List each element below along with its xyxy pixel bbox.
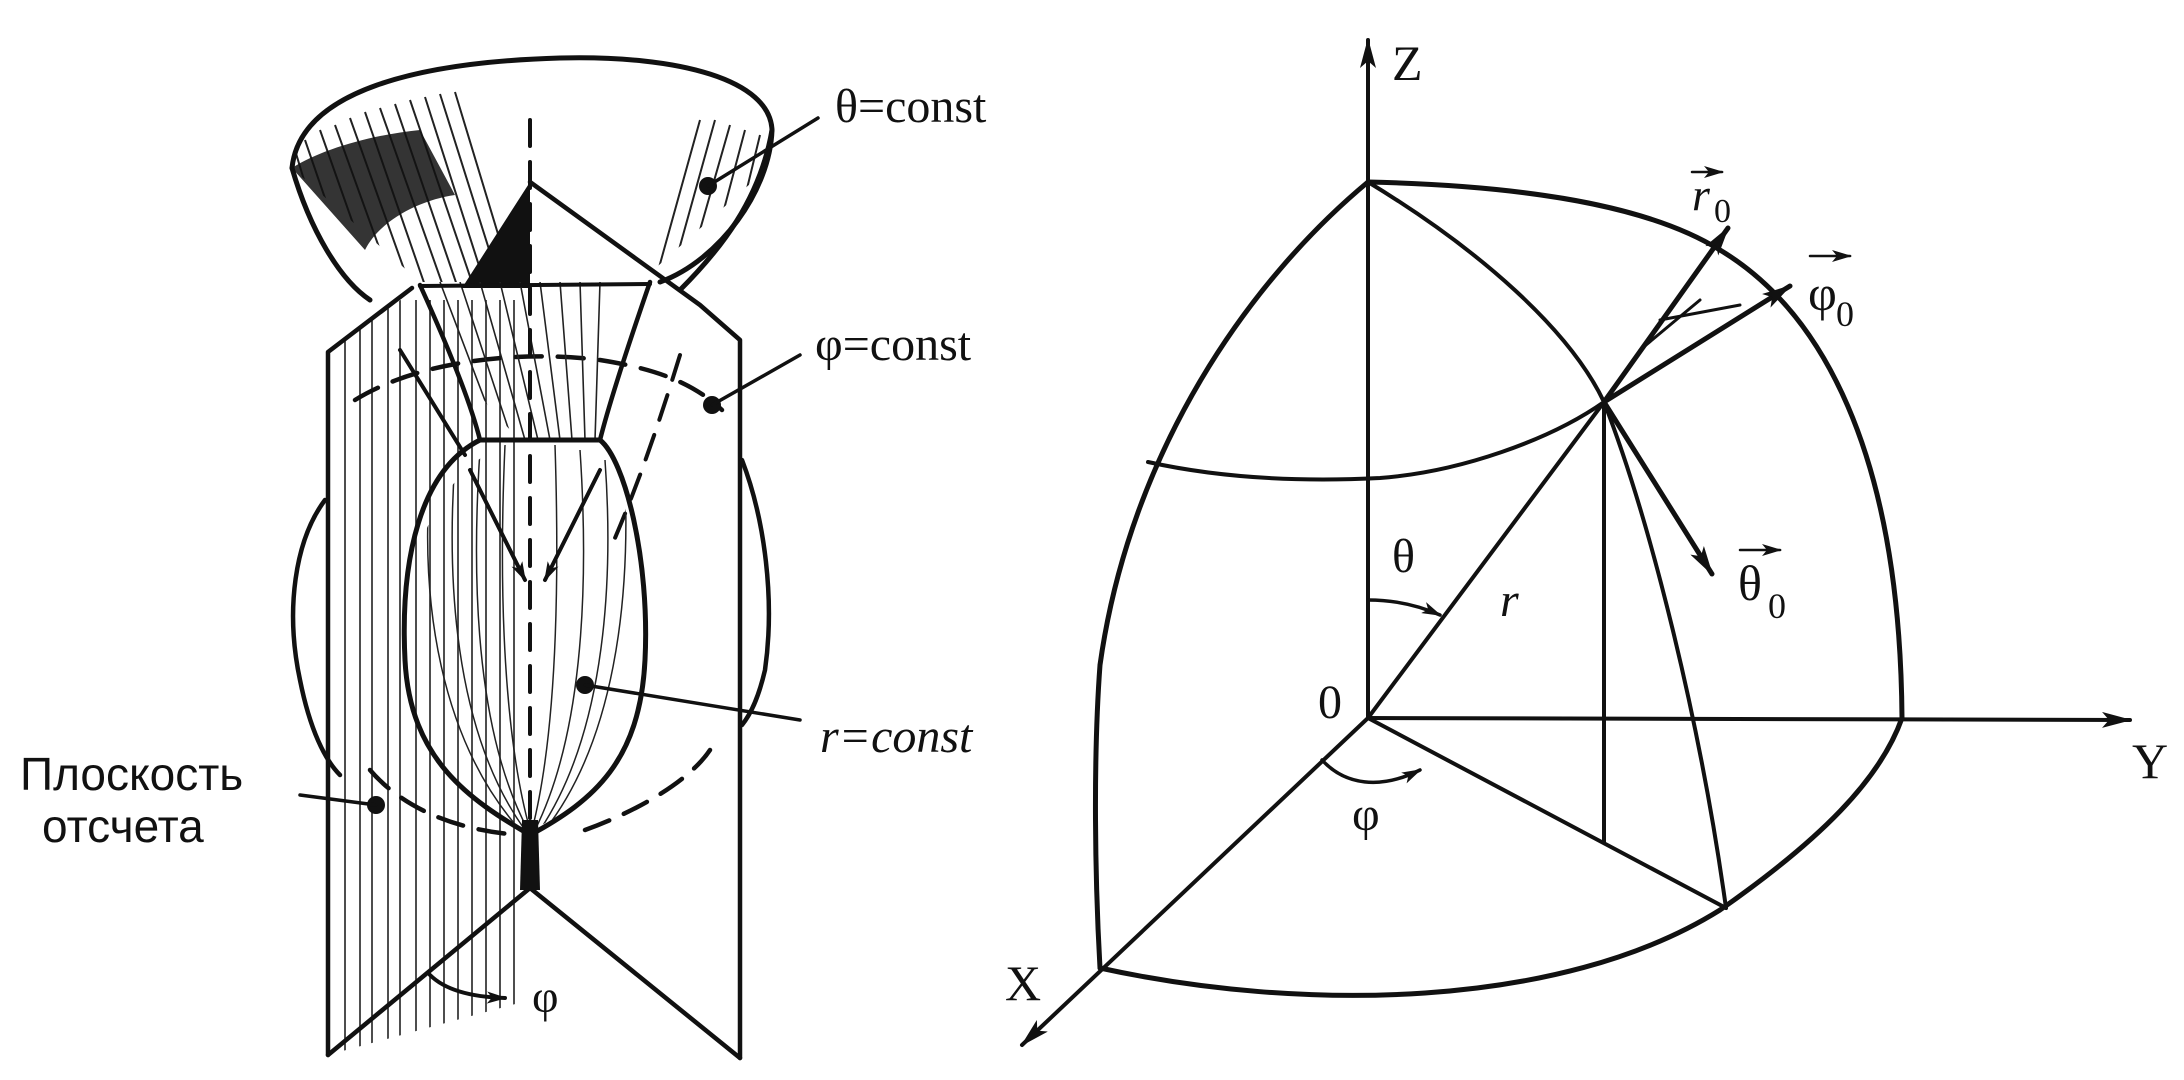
sphere-dashed-side-left <box>367 767 523 838</box>
x-axis <box>1020 716 1370 1047</box>
right-figure: Z Y X 0 θ φ r r 0 φ 0 θ 0 <box>1005 35 2168 1047</box>
svg-text:0: 0 <box>1836 294 1854 334</box>
unit-vector-theta0 <box>1601 399 1715 577</box>
sphere-right-arc <box>739 457 772 728</box>
sphere-left-arc <box>290 497 343 778</box>
plane-label-line2: отсчета <box>42 800 204 852</box>
svg-text:φ: φ <box>1808 265 1837 321</box>
theta0-label: θ 0 <box>1738 544 1786 626</box>
meridian <box>1366 180 1728 910</box>
theta-const-label: θ=const <box>835 80 987 133</box>
y-axis <box>1366 711 2132 728</box>
reference-plane <box>325 285 415 1058</box>
unit-vector-phi0 <box>1601 283 1793 405</box>
sphere-octant-left-edge <box>1092 179 1371 971</box>
phi-rotation-arrow <box>428 973 507 1004</box>
phi-angle-arc <box>1320 758 1422 784</box>
axis-z-label: Z <box>1392 35 1423 91</box>
radius-r <box>1366 400 1606 720</box>
svg-text:0: 0 <box>1714 193 1731 230</box>
r-const-label: r=const <box>820 710 974 763</box>
phi0-label: φ 0 <box>1808 250 1854 334</box>
reference-plane-bottom-edge <box>325 885 533 1058</box>
svg-text:0: 0 <box>1768 586 1786 626</box>
sphere-octant-bottom-edge <box>1097 715 1905 998</box>
radius-label: r <box>1500 574 1519 627</box>
r-const-bulb <box>401 437 649 838</box>
theta-angle-label: θ <box>1392 530 1415 583</box>
axis-x-label: X <box>1005 955 1041 1011</box>
phi-angle-label-left: φ <box>532 971 559 1022</box>
sphere-octant-right-edge <box>1365 179 1905 721</box>
phi-const-half-plane <box>527 179 743 1061</box>
left-figure: θ=const φ=const r=const Плоскость отсчет… <box>20 55 987 1061</box>
cone-neck <box>417 282 483 443</box>
svg-text:θ: θ <box>1738 555 1762 611</box>
projection-xy <box>1366 716 1728 910</box>
phi-const-label: φ=const <box>815 318 972 371</box>
unit-vector-r0 <box>1601 225 1731 405</box>
plane-label-line1: Плоскость <box>20 748 243 800</box>
sphere-dashed-side-right <box>582 747 713 833</box>
axis-y-label: Y <box>2132 733 2168 789</box>
phi-angle-label: φ <box>1352 788 1380 841</box>
r0-label: r 0 <box>1690 166 1731 230</box>
svg-text:r: r <box>1692 169 1711 220</box>
parallel <box>1146 400 1606 482</box>
reference-plane-hatching <box>344 300 515 1055</box>
theta-angle-arc <box>1366 598 1442 617</box>
origin-label: 0 <box>1318 676 1342 729</box>
